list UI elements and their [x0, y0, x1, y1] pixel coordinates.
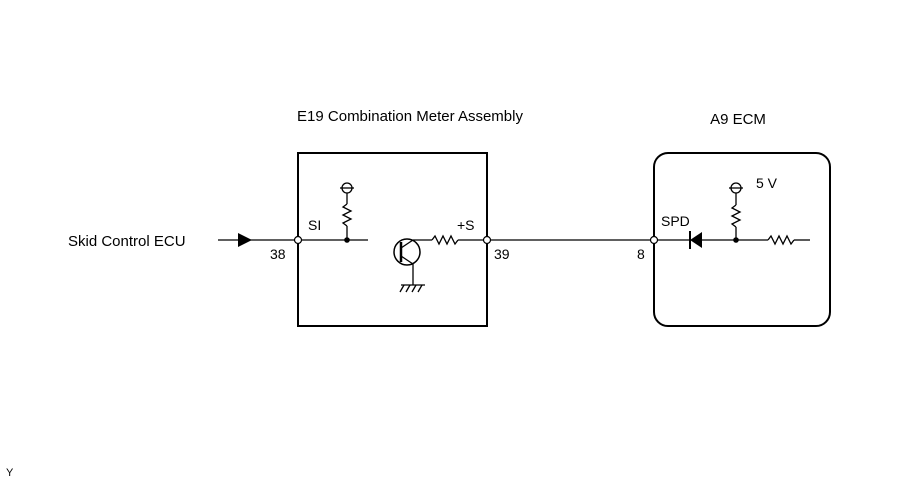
meter-output-resistor	[431, 234, 487, 246]
ecm-supply-terminal-icon	[729, 182, 743, 194]
pin-8-label: 8	[637, 246, 645, 262]
skid-control-ecu-label: Skid Control ECU	[68, 233, 186, 250]
diode-icon	[689, 231, 702, 249]
ground-icon	[399, 284, 425, 293]
pin-39-label: 39	[494, 246, 510, 262]
plus-s-signal-label: +S	[457, 217, 475, 233]
five-volt-label: 5 V	[756, 175, 778, 191]
meter-pullup-resistor	[341, 193, 353, 240]
terminal-8	[649, 235, 659, 245]
corner-mark: Y	[6, 467, 14, 479]
transistor-icon	[393, 238, 432, 285]
meter-supply-terminal-icon	[340, 182, 354, 194]
meter-title: E19 Combination Meter Assembly	[297, 108, 523, 125]
terminal-38	[293, 235, 303, 245]
pin-38-label: 38	[270, 246, 286, 262]
signal-direction-arrow	[238, 233, 252, 247]
terminal-39	[482, 235, 492, 245]
ecm-title: A9 ECM	[710, 111, 766, 128]
spd-signal-label: SPD	[661, 213, 690, 229]
ecm-pullup-resistor	[730, 193, 742, 240]
ecm-series-resistor	[767, 234, 810, 246]
si-signal-label: SI	[308, 217, 321, 233]
